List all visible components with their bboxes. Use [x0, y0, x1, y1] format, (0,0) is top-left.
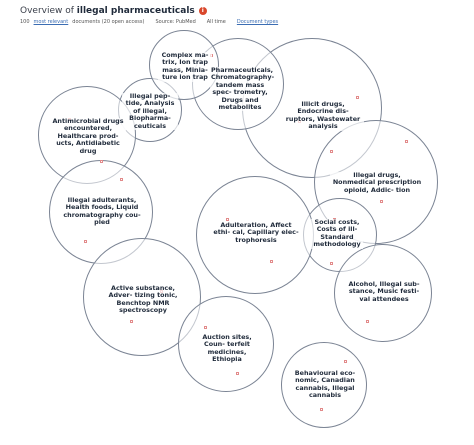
page-header: Overview of illegal pharmaceuticals i 10… [20, 4, 460, 25]
cluster-label-illegal-adulterants[interactable]: Illegal adulterants, Health foods, Liqui… [60, 196, 144, 227]
document-marker[interactable] [405, 140, 408, 143]
title-prefix: Overview of [20, 6, 77, 16]
info-icon[interactable]: i [198, 7, 207, 15]
cluster-label-alcohol[interactable]: Alcohol, Illegal sub- stance, Music fest… [346, 280, 422, 304]
document-marker[interactable] [120, 178, 123, 181]
cluster-label-active-substance[interactable]: Active substance, Adver- tizing tonic, B… [98, 284, 188, 315]
document-types-link[interactable]: Document types [236, 19, 279, 25]
page-title: Overview of illegal pharmaceuticals i [20, 4, 460, 18]
cluster-label-illicit-drugs[interactable]: Illicit drugs, Endocrine dis- ruptors, W… [282, 100, 364, 131]
document-marker[interactable] [366, 320, 369, 323]
document-count: 100 [20, 19, 30, 25]
documents-text: documents (20 open access) [72, 19, 145, 25]
timespan-text: All time [206, 19, 226, 25]
document-marker[interactable] [100, 160, 103, 163]
cluster-label-auction-sites[interactable]: Auction sites, Coun- terfeit medicines, … [192, 333, 262, 364]
document-marker[interactable] [330, 262, 333, 265]
most-relevant-link[interactable]: most relevant [33, 19, 69, 25]
document-marker[interactable] [330, 150, 333, 153]
document-marker[interactable] [204, 326, 207, 329]
document-marker[interactable] [130, 320, 133, 323]
cluster-label-illegal-peptide[interactable]: Illegal pep- tide, Analysis of illegal, … [122, 92, 178, 131]
document-marker[interactable] [320, 408, 323, 411]
document-marker[interactable] [236, 372, 239, 375]
cluster-label-adulteration[interactable]: Adulteration, Affect ethi- cal, Capillar… [211, 221, 301, 245]
title-query: illegal pharmaceuticals [76, 6, 195, 16]
cluster-label-antimicrobial[interactable]: Antimicrobial drugs encountered, Healthc… [50, 117, 126, 156]
document-marker[interactable] [344, 360, 347, 363]
cluster-label-pharmaceuticals[interactable]: Pharmaceuticals, Chromatography- tandem … [210, 66, 275, 112]
source-text: Source: PubMed [155, 19, 196, 25]
cluster-label-social-costs[interactable]: Social costs, Costs of ill- Standard met… [311, 218, 363, 249]
document-marker[interactable] [356, 96, 359, 99]
cluster-label-behavioural[interactable]: Behavioural eco- nomic, Canadian cannabi… [292, 369, 358, 400]
document-marker[interactable] [84, 240, 87, 243]
meta-info-row: 100 most relevant documents (20 open acc… [20, 19, 460, 25]
document-marker[interactable] [226, 218, 229, 221]
document-marker[interactable] [270, 260, 273, 263]
cluster-label-illegal-drugs[interactable]: Illegal drugs, Nonmedical prescription o… [330, 171, 424, 195]
cluster-label-complex-matrix[interactable]: Complex ma- trix, Ion trap mass, Minia- … [158, 51, 212, 82]
document-marker[interactable] [380, 200, 383, 203]
